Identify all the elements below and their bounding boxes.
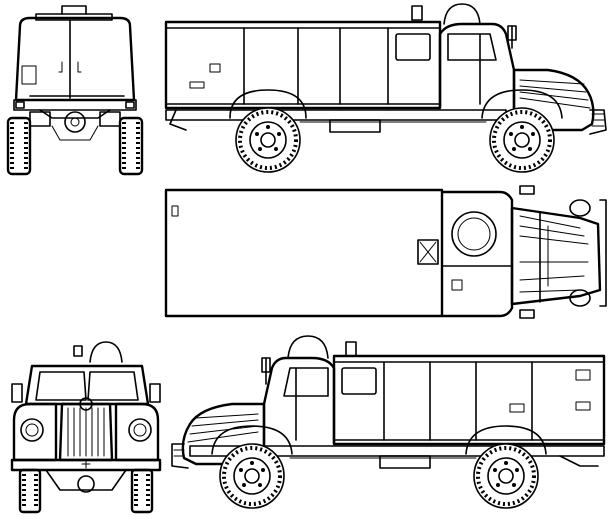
- left-side-view: [164, 3, 607, 173]
- top-view: [164, 185, 607, 319]
- front-view: [10, 341, 162, 514]
- right-side-view: [171, 335, 606, 509]
- rear-view: [6, 5, 144, 176]
